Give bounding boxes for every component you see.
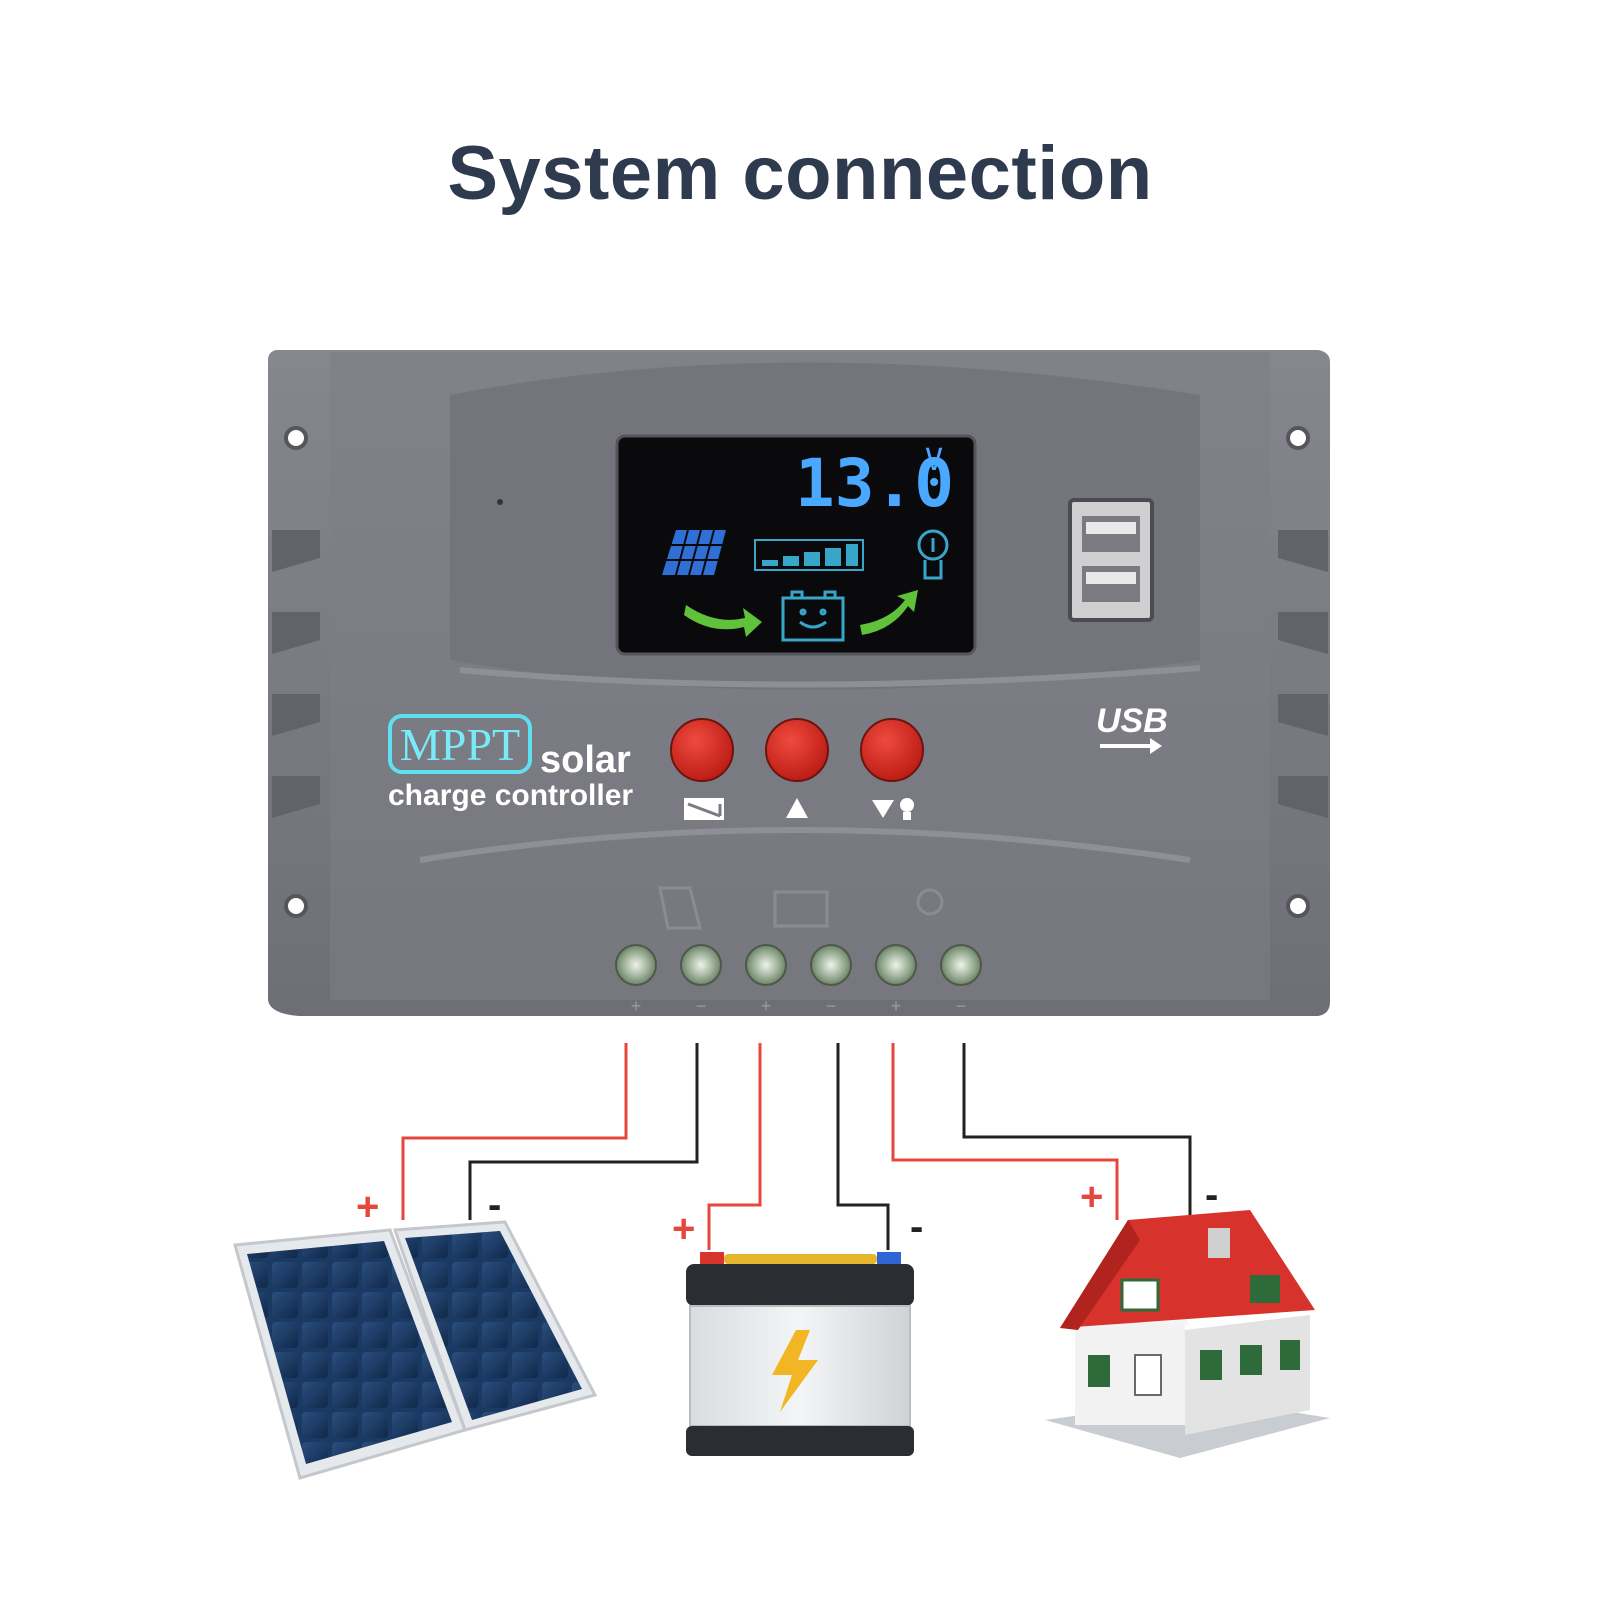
terminal-sign: + — [761, 996, 772, 1016]
terminal-load-icon — [916, 888, 944, 916]
brand-block: MPPT solar charge controller — [388, 714, 633, 812]
panel-negative-wire — [468, 1043, 699, 1220]
down-load-button[interactable] — [860, 718, 924, 820]
solar-panel — [233, 1220, 598, 1480]
menu-icon — [684, 798, 724, 820]
panel-minus-label: - — [488, 1183, 501, 1227]
battery-minus-label: - — [910, 1205, 923, 1249]
lcd-solar-panel-icon — [662, 529, 726, 576]
voltage-readout: 13.0 — [795, 445, 954, 522]
battery-positive-wire — [707, 1043, 762, 1250]
terminal-solar-icon — [658, 886, 702, 930]
terminal-screw[interactable] — [615, 944, 657, 986]
load-positive-wire — [891, 1043, 1119, 1220]
usb-port[interactable] — [1068, 498, 1154, 622]
up-button[interactable] — [765, 718, 829, 818]
battery-plus-label: + — [672, 1207, 695, 1251]
terminal-screw[interactable] — [810, 944, 852, 986]
wiring — [401, 1043, 1192, 1250]
panel-plus-label: + — [356, 1185, 379, 1229]
lcd-bulb-icon — [917, 529, 949, 580]
mounting-hole — [284, 426, 1310, 918]
lcd-display: 13.0 V — [615, 434, 977, 656]
terminal-screw[interactable] — [680, 944, 722, 986]
charge-controller — [268, 350, 1330, 1016]
house — [1045, 1210, 1330, 1458]
load-plus-label: + — [1080, 1175, 1103, 1219]
usb-icon — [1100, 738, 1162, 754]
voltage-unit: V — [925, 443, 943, 478]
battery-negative-wire — [836, 1043, 890, 1250]
panel-positive-wire — [401, 1043, 628, 1220]
terminal-screw[interactable] — [745, 944, 787, 986]
terminal-battery-icon — [773, 890, 829, 928]
mppt-badge: MPPT — [400, 719, 520, 770]
brand-word: solar — [540, 739, 631, 781]
lcd-battery-level-icon — [754, 539, 864, 571]
load-minus-label: - — [1205, 1173, 1218, 1217]
terminal-sign: + — [891, 996, 902, 1016]
usb-logo: USB — [1096, 702, 1168, 754]
terminal-block: + − + − + − — [615, 944, 982, 1016]
product-subtitle: charge controller — [388, 779, 633, 812]
terminal-sign: − — [956, 996, 967, 1016]
lcd-charge-arrow-icon — [684, 590, 918, 637]
svg-text:USB: USB — [1096, 702, 1168, 740]
terminal-sign: − — [696, 996, 707, 1016]
page-title: System connection — [447, 131, 1153, 216]
lcd-battery-face-icon — [781, 590, 845, 642]
terminal-sign: − — [826, 996, 837, 1016]
terminal-screw[interactable] — [875, 944, 917, 986]
menu-button[interactable] — [670, 718, 734, 820]
load-negative-wire — [962, 1043, 1192, 1220]
up-arrow-icon — [786, 798, 808, 818]
down-arrow-bulb-icon — [872, 798, 914, 820]
terminal-sign: + — [631, 996, 642, 1016]
lightning-icon — [772, 1330, 818, 1412]
terminal-screw[interactable] — [940, 944, 982, 986]
battery — [686, 1252, 914, 1456]
